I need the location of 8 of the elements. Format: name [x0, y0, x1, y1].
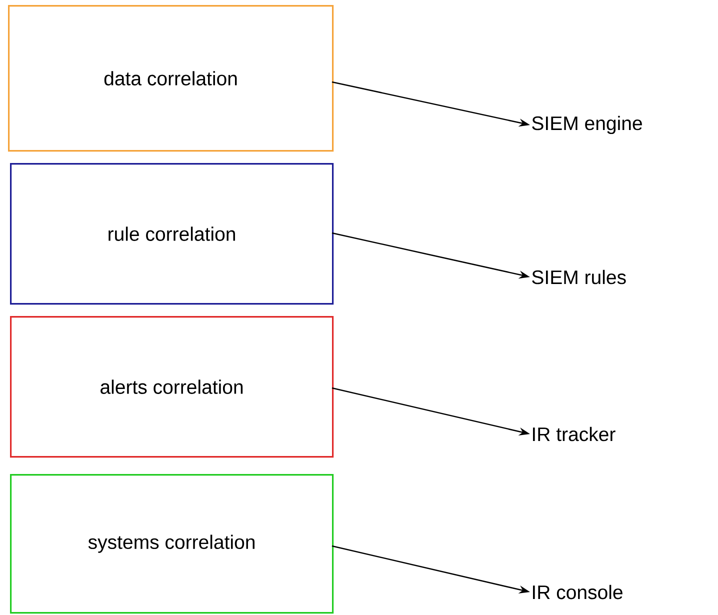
process-box: rule correlation [10, 163, 334, 305]
target-label: SIEM engine [532, 116, 642, 134]
target-label: SIEM rules [532, 270, 626, 284]
process-box: systems correlation [10, 474, 334, 614]
process-box: data correlation [8, 5, 334, 152]
target-label: IR console [533, 584, 622, 600]
target-label: IR tracker [533, 426, 616, 442]
process-box: alerts correlation [10, 316, 334, 458]
